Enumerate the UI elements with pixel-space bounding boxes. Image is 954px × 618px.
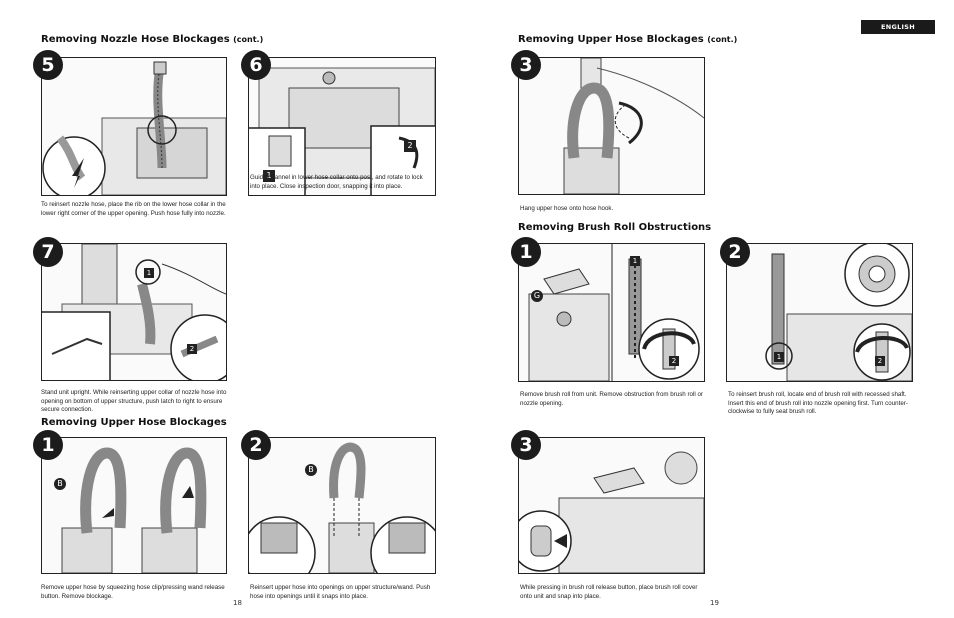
page-number-left: 18 [233,599,242,607]
illustration-reinsert-upper-hose [249,442,435,573]
heading-nozzle-text: Removing Nozzle Hose Blockages [41,34,230,45]
step-number-badge: 2 [241,430,271,460]
figure-upper-step-1: B [41,437,227,574]
figure-brush-step-3 [518,437,705,574]
illustration-hang-upper-hose [563,58,704,194]
heading-upper-hose: Removing Upper Hose Blockages [41,417,227,428]
step-number-badge: 6 [241,50,271,80]
heading-nozzle-hose: Removing Nozzle Hose Blockages (cont.) [41,34,263,45]
figure-upper-step-2: B [248,437,436,574]
step-number-badge: 7 [33,237,63,267]
illustration-stand-unit-upright [42,244,226,380]
callout-1: 1 [263,170,275,182]
illustration-snap-brush-cover [519,451,704,573]
figure-brush-step-2: 1 2 [726,243,913,382]
heading-upper-hose-cont: Removing Upper Hose Blockages (cont.) [518,34,737,45]
callout-2: 2 [187,344,197,354]
figure-step-7: 1 2 [41,243,227,381]
callout-b: B [54,478,66,490]
callout-2: 2 [875,356,885,366]
callout-2: 2 [669,356,679,366]
step-number-badge: 5 [33,50,63,80]
caption-upper-step-2: Reinsert upper hose into openings on upp… [250,584,431,600]
caption-upper-step-3: Hang upper hose onto hose hook. [520,205,614,212]
caption-brush-step-3: While pressing in brush roll release but… [520,584,698,600]
callout-1: 1 [774,352,784,362]
heading-upper-cont: (cont.) [707,35,738,44]
caption-step-7: Stand unit upright. While reinserting up… [41,389,227,414]
caption-step-5: To reinsert nozzle hose, place the rib o… [41,201,226,217]
step-number-badge: 3 [511,50,541,80]
step-number-badge: 2 [720,237,750,267]
language-tab: ENGLISH [861,20,935,34]
step-number-badge: 3 [511,430,541,460]
figure-step-5 [41,57,227,196]
callout-1: 1 [630,256,640,266]
step-number-badge: 1 [33,430,63,460]
callout-1: 1 [144,268,154,278]
caption-brush-step-2: To reinsert brush roll, locate end of br… [728,391,908,416]
callout-g: G [531,290,543,302]
heading-nozzle-cont: (cont.) [233,35,264,44]
illustration-remove-brush-roll [528,244,700,381]
caption-upper-step-1: Remove upper hose by squeezing hose clip… [41,584,225,600]
illustration-lock-hose-collar [249,67,435,195]
illustration-reinsert-brush-roll [765,244,912,381]
caption-brush-step-1: Remove brush roll from unit. Remove obst… [520,391,703,407]
illustration-remove-upper-hose [61,447,207,573]
heading-upper-text: Removing Upper Hose Blockages [518,34,704,45]
figure-upper-step-3 [518,57,705,195]
caption-step-6: Guide channel in lower hose collar onto … [250,174,423,190]
callout-2: 2 [404,140,416,152]
figure-step-6: 1 2 [248,57,436,196]
figure-brush-step-1: G 1 2 [518,243,705,382]
heading-brush-roll: Removing Brush Roll Obstructions [518,222,712,233]
page-number-right: 19 [710,599,719,607]
callout-b: B [305,464,317,476]
illustration-reinsert-nozzle-hose [42,61,226,195]
step-number-badge: 1 [511,237,541,267]
